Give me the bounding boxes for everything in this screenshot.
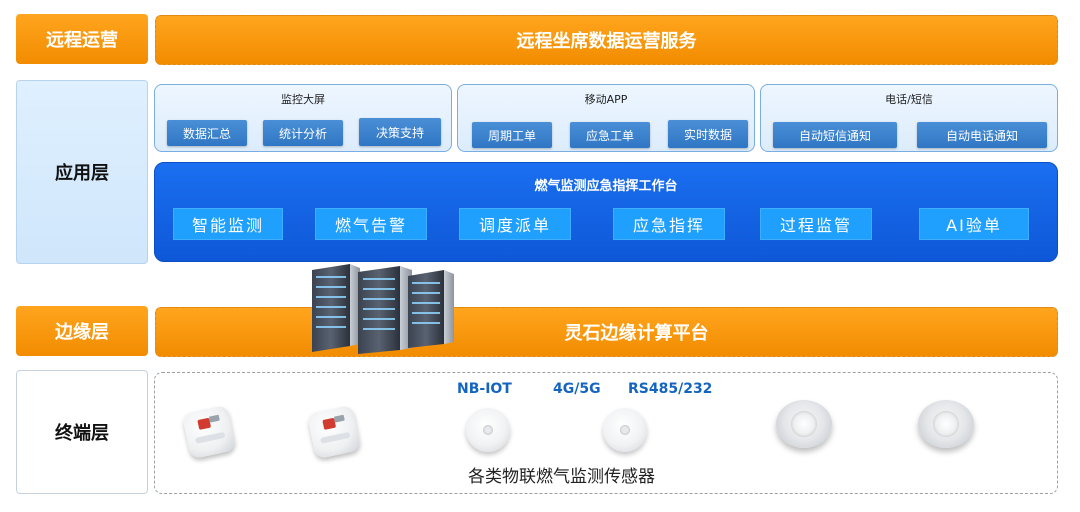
gas-sensor-icon <box>603 408 647 452</box>
group-monitor-screen: 监控大屏 数据汇总 统计分析 决策支持 <box>154 84 452 152</box>
group-title: 电话/短信 <box>885 93 933 106</box>
group-title: 移动APP <box>584 93 628 106</box>
group-mobile-app: 移动APP 周期工单 应急工单 实时数据 <box>457 84 755 152</box>
chip-statistics: 统计分析 <box>263 120 343 146</box>
layer-label-application: 应用层 <box>16 80 148 264</box>
gas-sensor-icon <box>918 400 974 448</box>
terminal-caption: 各类物联燃气监测传感器 <box>468 467 655 487</box>
layer-label-edge: 边缘层 <box>16 306 148 356</box>
chip-periodic-order: 周期工单 <box>472 122 552 148</box>
layer-label-remote-ops: 远程运营 <box>16 14 148 64</box>
module-smart-monitoring: 智能监测 <box>173 208 283 240</box>
module-emergency-command: 应急指挥 <box>613 208 725 240</box>
protocol-rs485: RS485/232 <box>628 381 713 397</box>
remote-ops-bar: 远程坐席数据运营服务 <box>155 15 1058 65</box>
gas-sensor-icon <box>776 400 832 448</box>
layer-label-terminal: 终端层 <box>16 370 148 494</box>
chip-realtime-data: 实时数据 <box>668 120 748 148</box>
protocol-4g-5g: 4G/5G <box>553 381 601 397</box>
chip-decision-support: 决策支持 <box>359 118 441 146</box>
platform-title: 燃气监测应急指挥工作台 <box>534 179 678 194</box>
chip-data-summary: 数据汇总 <box>167 120 247 146</box>
server-rack-icon <box>312 264 454 354</box>
gas-sensor-icon <box>466 408 510 452</box>
command-platform: 燃气监测应急指挥工作台 智能监测 燃气告警 调度派单 应急指挥 过程监管 AI验… <box>154 162 1058 262</box>
group-title: 监控大屏 <box>281 93 325 106</box>
gas-sensor-icon <box>306 404 362 460</box>
edge-platform-bar: 灵石边缘计算平台 <box>155 307 1058 357</box>
module-process-supervision: 过程监管 <box>760 208 872 240</box>
module-ai-check: AI验单 <box>919 208 1029 240</box>
chip-emergency-order: 应急工单 <box>570 122 650 148</box>
chip-auto-call: 自动电话通知 <box>917 122 1047 148</box>
group-phone-sms: 电话/短信 自动短信通知 自动电话通知 <box>760 84 1058 152</box>
gas-sensor-icon <box>181 404 237 460</box>
chip-auto-sms: 自动短信通知 <box>773 122 897 148</box>
module-dispatch: 调度派单 <box>459 208 571 240</box>
protocol-nb-iot: NB-IOT <box>457 381 512 397</box>
module-gas-alarm: 燃气告警 <box>315 208 427 240</box>
